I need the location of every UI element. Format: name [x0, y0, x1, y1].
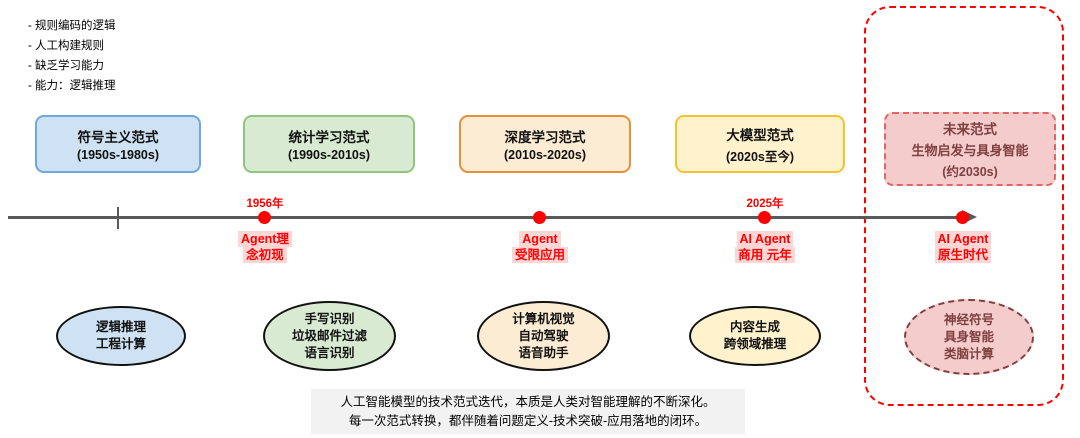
milestone-label: AI Agent 原生时代: [917, 231, 1009, 263]
timeline-dot: [533, 211, 546, 224]
milestone-label-line: Agent理: [238, 231, 292, 247]
timeline-dot: [956, 211, 969, 224]
paradigm-box-statistical: 统计学习范式 (1990s-2010s): [243, 115, 415, 173]
milestone-label-line: 原生时代: [934, 247, 991, 263]
paradigm-period: (约2030s): [942, 165, 998, 179]
paradigm-period: (2010s-2020s): [503, 148, 586, 162]
milestone-label-line: AI Agent: [934, 231, 992, 247]
paradigm-subtitle: 生物启发与具身智能: [911, 143, 1029, 158]
future-dashed-frame: [864, 6, 1064, 406]
example-line: 神经符号: [943, 312, 994, 327]
example-line: 逻辑推理: [95, 320, 146, 334]
note-line: - 人工构建规则: [28, 40, 105, 52]
milestone-year-label: 1956年: [246, 198, 284, 210]
note-line: - 规则编码的逻辑: [28, 20, 116, 32]
milestone-label-line: 受限应用: [511, 247, 568, 263]
timeline-arrow-line: [8, 216, 964, 219]
example-line: 类脑计算: [943, 346, 994, 361]
examples-ellipse-large-model: 内容生成 跨领域推理: [689, 306, 821, 366]
paradigm-title: 统计学习范式: [288, 130, 370, 145]
paradigm-title: 未来范式: [943, 122, 997, 137]
summary-box: 人工智能模型的技术范式迭代，本质是人类对智能理解的不断深化。 每一次范式转换，都…: [311, 389, 745, 434]
example-line: 手写识别: [304, 311, 355, 326]
examples-ellipse-future: 神经符号 具身智能 类脑计算: [904, 299, 1034, 375]
summary-line: 人工智能模型的技术范式迭代，本质是人类对智能理解的不断深化。: [340, 394, 716, 409]
example-line: 语言识别: [304, 345, 355, 360]
summary-line: 每一次范式转换，都伴随着问题定义-技术突破-应用落地的闭环。: [348, 413, 708, 428]
paradigm-box-large-model: 大模型范式 (2020s至今): [675, 115, 845, 173]
note-line: - 缺乏学习能力: [28, 60, 105, 72]
example-line: 垃圾邮件过滤: [291, 328, 367, 343]
milestone-label-line: 商用 元年: [735, 247, 795, 263]
paradigm-period: (1990s-2010s): [287, 148, 370, 162]
example-line: 自动驾驶: [518, 328, 569, 343]
example-line: 语音助手: [518, 345, 569, 360]
examples-ellipse-symbolic: 逻辑推理 工程计算: [56, 306, 186, 366]
example-line: 工程计算: [95, 337, 146, 351]
paradigm-title: 大模型范式: [726, 127, 794, 143]
example-line: 跨领域推理: [723, 337, 787, 351]
milestone-year-label: 2025年: [746, 198, 784, 210]
paradigm-title: 符号主义范式: [77, 130, 159, 145]
paradigm-box-deep-learning: 深度学习范式 (2010s-2020s): [459, 115, 631, 173]
example-line: 具身智能: [943, 329, 994, 344]
timeline-dot: [758, 211, 771, 224]
paradigm-period: (1950s-1980s): [76, 148, 159, 162]
milestone-label: Agent理 念初现: [219, 231, 311, 263]
example-line: 计算机视觉: [512, 311, 575, 326]
examples-ellipse-statistical: 手写识别 垃圾邮件过滤 语言识别: [263, 301, 396, 371]
example-line: 内容生成: [729, 320, 780, 334]
milestone-label: Agent 受限应用: [494, 231, 586, 263]
timeline-tick: [117, 207, 119, 229]
note-line: - 能力：逻辑推理: [28, 80, 116, 92]
milestone-label-line: 念初现: [243, 247, 287, 263]
timeline-dot: [258, 211, 271, 224]
paradigm-period: (2020s至今): [725, 149, 795, 164]
milestone-label-line: Agent: [519, 231, 561, 247]
paradigm-title: 深度学习范式: [504, 130, 586, 145]
milestone-label-line: AI Agent: [736, 231, 794, 247]
paradigm-box-future: 未来范式 生物启发与具身智能 (约2030s): [884, 112, 1056, 186]
examples-ellipse-deep-learning: 计算机视觉 自动驾驶 语音助手: [477, 301, 610, 371]
milestone-label: AI Agent 商用 元年: [719, 231, 811, 263]
notes-block: - 规则编码的逻辑 - 人工构建规则 - 缺乏学习能力 - 能力：逻辑推理: [28, 16, 132, 100]
paradigm-box-symbolic: 符号主义范式 (1950s-1980s): [35, 115, 201, 173]
